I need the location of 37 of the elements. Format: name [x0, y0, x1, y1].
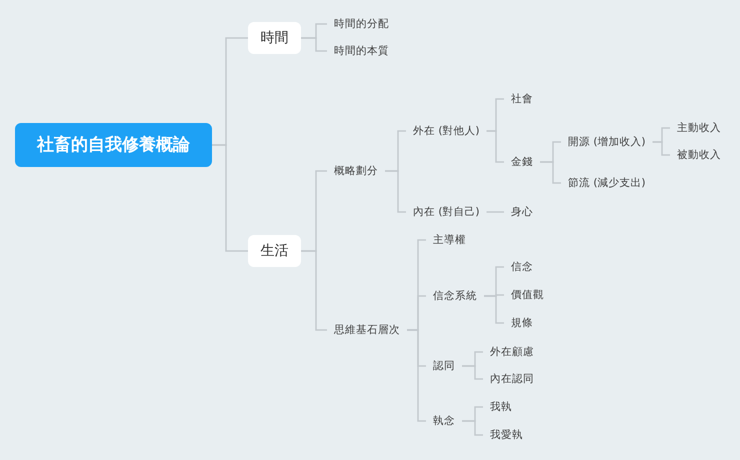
connector-line — [486, 130, 504, 163]
topic-label: 概略劃分 — [327, 164, 385, 178]
connector-line — [462, 420, 483, 436]
topic-label: 金錢 — [504, 154, 540, 170]
topic-label: 時間的分配 — [327, 16, 396, 32]
topic-label: 被動收入 — [670, 148, 728, 162]
connector-line — [212, 144, 248, 252]
topic-label: 時間的本質 — [327, 44, 396, 58]
topic-label: 外在 (對他人) — [406, 124, 487, 138]
topic-label: 內在 (對自己) — [406, 204, 487, 220]
topic-label: 思維基石層次 — [327, 322, 407, 338]
connector-line — [462, 365, 483, 380]
topic-label: 我執 — [483, 400, 519, 414]
topic-label: 身心 — [504, 204, 540, 220]
connector-line — [652, 141, 670, 156]
topic-label: 內在認同 — [483, 372, 541, 386]
topic-label: 信念系統 — [426, 288, 484, 304]
topic-box: 時間 — [248, 22, 301, 54]
topic-box: 生活 — [248, 235, 301, 267]
topic-label: 規條 — [504, 316, 540, 330]
connector-line — [385, 170, 406, 213]
connector-line — [486, 211, 504, 213]
topic-label: 外在顧慮 — [483, 344, 541, 360]
connector-line — [540, 161, 561, 184]
root-topic-box: 社畜的自我修養概論 — [15, 123, 212, 167]
topic-label: 社會 — [504, 92, 540, 106]
topic-label: 我愛執 — [483, 428, 530, 442]
connector-line — [301, 37, 327, 52]
topic-label: 執念 — [426, 414, 462, 428]
topic-label: 節流 (減少支出) — [561, 176, 653, 190]
topic-label: 主動收入 — [670, 120, 728, 136]
topic-label: 信念 — [504, 260, 540, 274]
topic-label: 開源 (增加收入) — [561, 134, 653, 150]
topic-label: 主導權 — [426, 232, 473, 248]
connector-line — [301, 250, 327, 331]
topic-label: 價值觀 — [504, 288, 551, 302]
topic-label: 認同 — [426, 358, 462, 374]
